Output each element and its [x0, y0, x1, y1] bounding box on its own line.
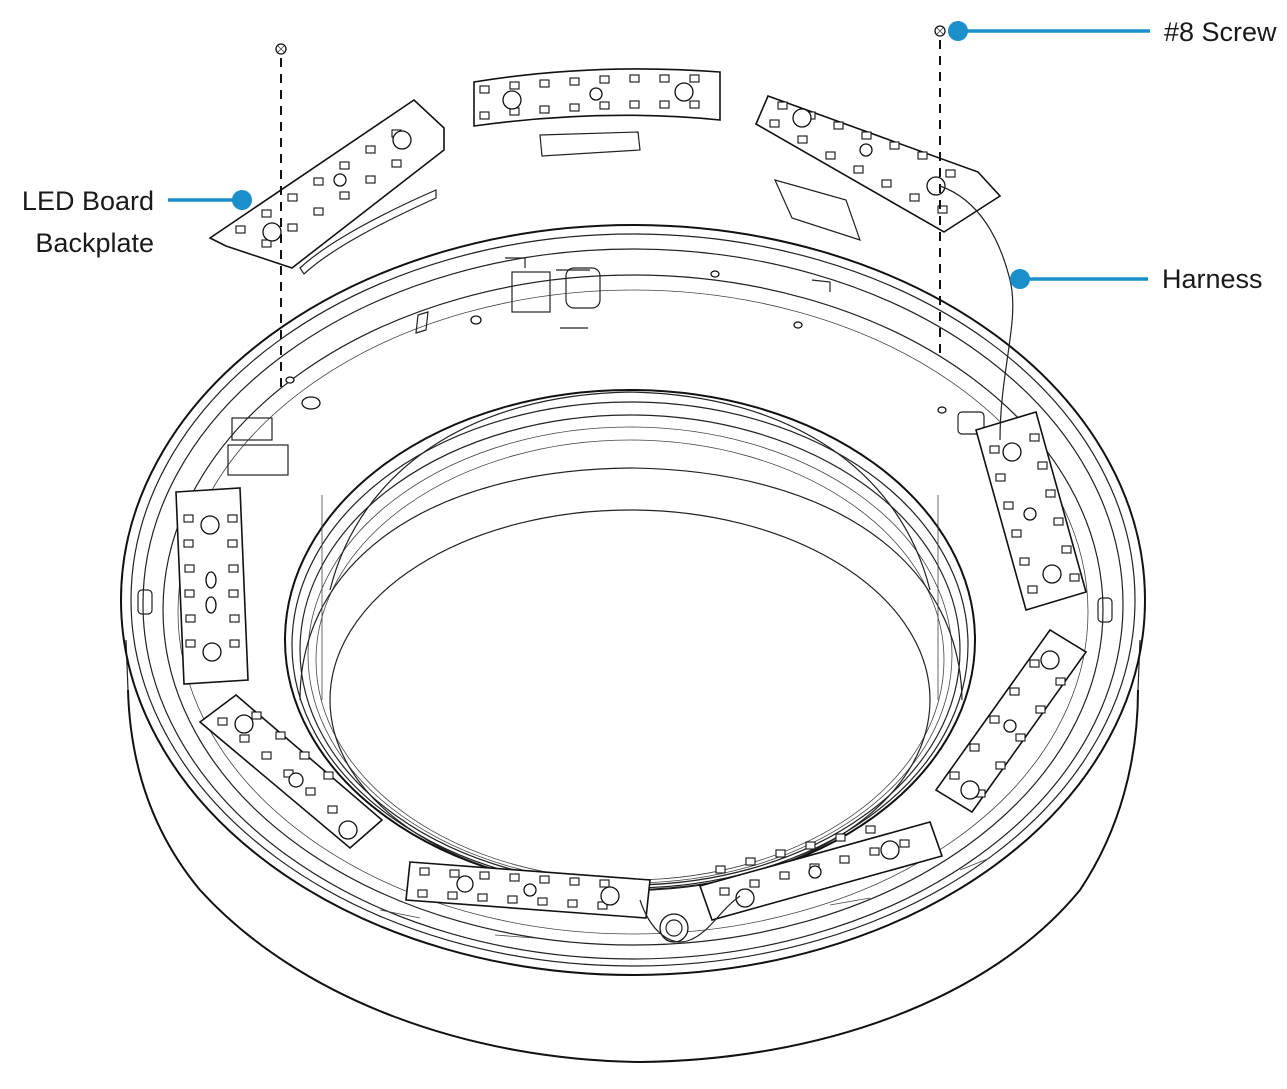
- led-board-left: [175, 487, 249, 685]
- callout-led-board-label-1: LED Board: [22, 186, 154, 216]
- screw-right: [934, 25, 946, 355]
- callout-harness: Harness: [1010, 264, 1263, 294]
- callout-led-board-dot: [232, 190, 252, 210]
- callout-screw: #8 Screw: [948, 17, 1277, 47]
- led-board-exploded-right: [754, 94, 1002, 241]
- harness-wire: [939, 185, 1014, 441]
- fixture-housing: [120, 224, 1146, 1064]
- led-board-bottom-right: [698, 821, 944, 921]
- callout-harness-label: Harness: [1162, 264, 1263, 294]
- led-board-right: [975, 410, 1087, 612]
- callout-harness-dot: [1010, 269, 1030, 289]
- led-board-exploded-left: [208, 98, 445, 275]
- callout-led-board: LED Board Backplate: [22, 186, 252, 258]
- callout-screw-label: #8 Screw: [1164, 17, 1277, 47]
- callout-screw-dot: [948, 21, 968, 41]
- led-board-bottom-left: [405, 861, 651, 919]
- led-board-exploded-top: [473, 68, 721, 157]
- led-board-lower-left: [198, 693, 384, 850]
- led-board-left-leds: [183, 514, 240, 662]
- screw-left: [275, 43, 287, 390]
- harness-wire-bottom: [639, 895, 741, 943]
- led-board-lower-right: [934, 628, 1088, 814]
- callout-led-board-label-2: Backplate: [35, 228, 154, 258]
